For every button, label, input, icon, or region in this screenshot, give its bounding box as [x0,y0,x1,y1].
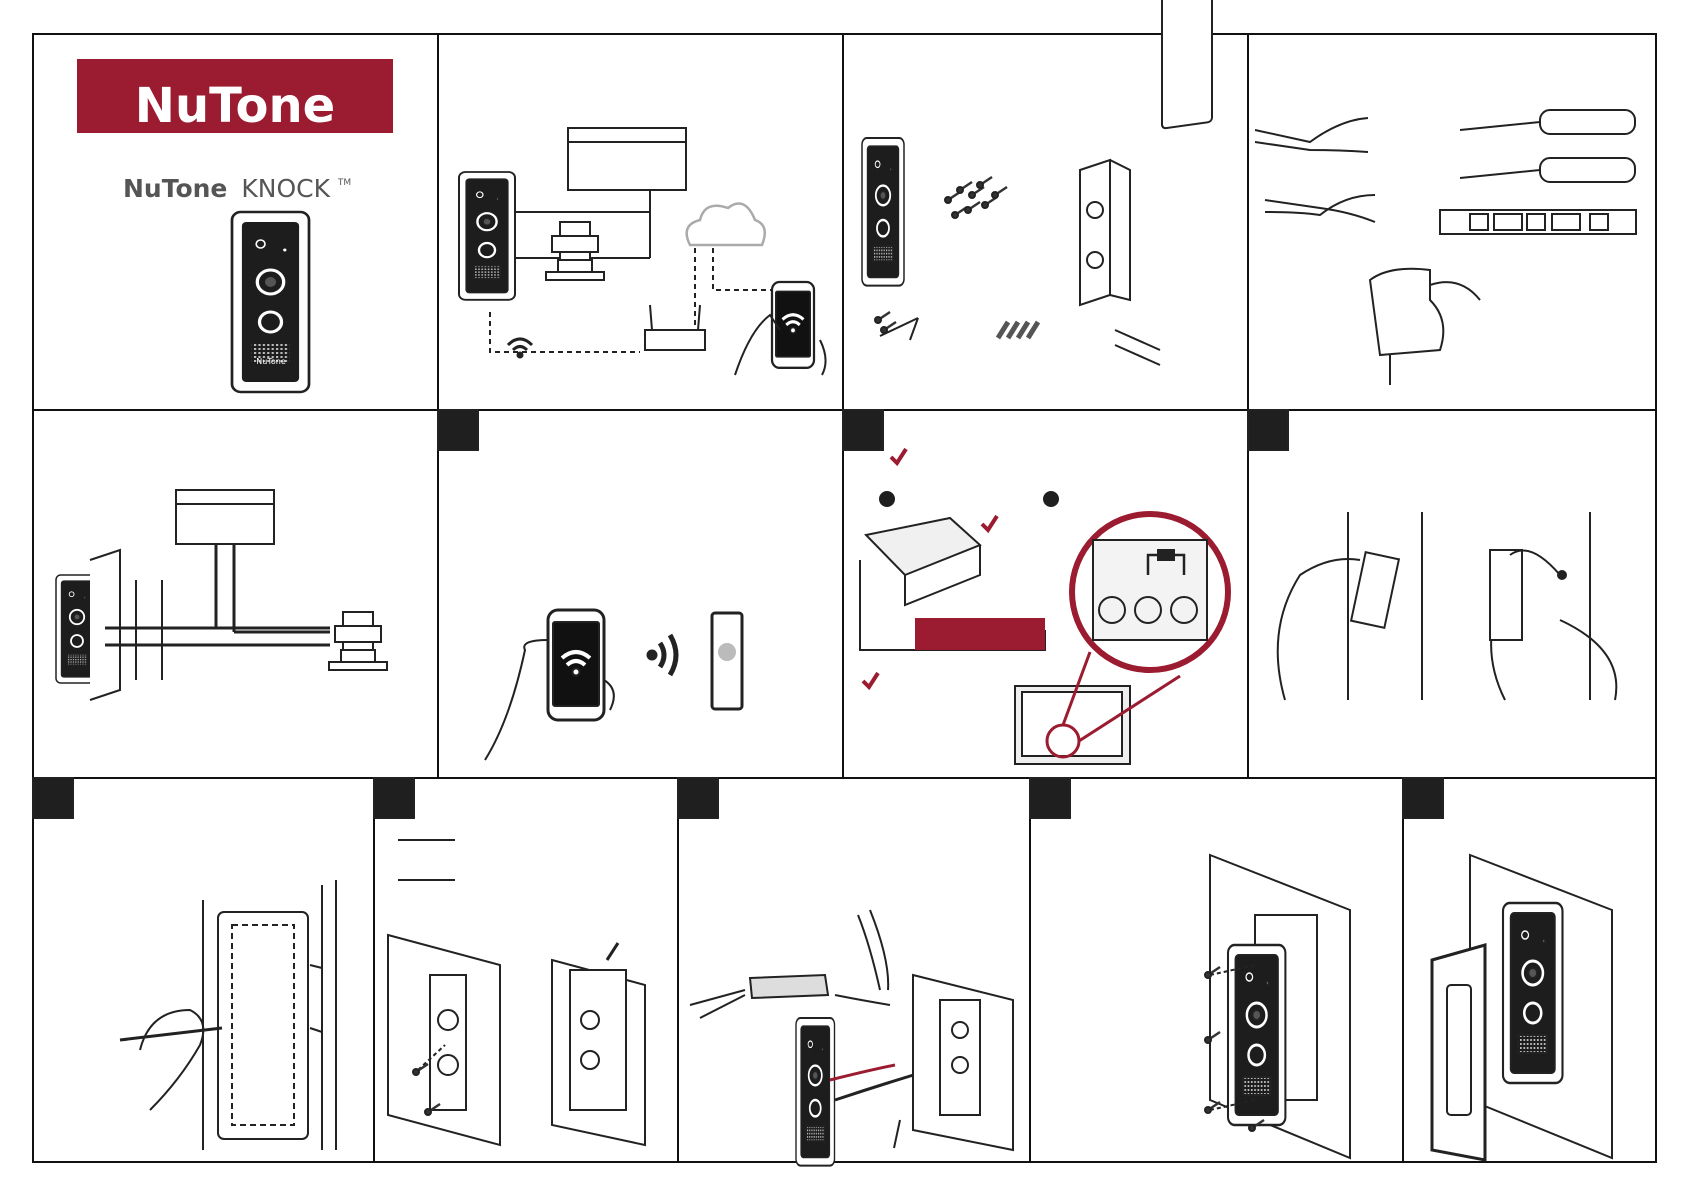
wire-connectors-image [998,322,1038,338]
trademark: TM [337,178,351,188]
panel-tools [1255,110,1636,385]
panel-step-1 [438,410,742,760]
jigsaw-image [1370,269,1480,385]
check-icon [863,673,878,687]
step-badge [33,778,73,818]
step-badge [374,778,414,818]
trim-plate-image [1162,0,1212,129]
panel-step-5 [374,778,645,1145]
step-badge [1030,778,1070,818]
screwdriver-phillips-image [1460,110,1635,134]
step-badge [1248,410,1288,450]
cloud-icon [687,204,765,245]
wifi-icon [508,339,532,357]
panel-step-8 [1403,778,1612,1160]
screws-image [945,177,1007,218]
panel-parts [862,0,1212,365]
product-title: NuTone KNOCK TM [123,174,351,203]
panel-wiring-diagram [56,490,387,700]
check-icon [891,449,906,463]
phone-image [548,610,604,720]
panel-step-2 [843,410,1228,764]
chime-box [568,128,686,190]
splice-leads-image [1115,330,1160,365]
product-brand: NuTone [123,174,227,203]
step-badge [438,410,478,450]
brand-logo: NuTone [135,78,335,134]
panel-step-7 [1030,778,1350,1158]
panel-step-3 [1248,410,1616,700]
check-icon [982,516,997,530]
transformer-image [329,612,387,670]
product-name: KNOCK [241,174,330,203]
step-badge [1403,778,1443,818]
screwdriver-flat-image [1460,158,1635,182]
panel-step-6 [678,778,1013,1166]
caution-banner [915,618,1045,650]
transformer-image [546,222,604,280]
device-logo: NuTone [256,357,286,366]
pliers-image [1265,195,1375,222]
level-image [1440,210,1636,234]
wire-stripper-image [1255,118,1368,152]
panel-step-4 [33,778,336,1150]
panel-branding: NuTone NuTone KNOCK TM NuTone [77,59,393,392]
step-badge [843,410,883,450]
panel-system-overview [459,128,826,375]
wifi-signal-icon [649,635,676,675]
hex-key-image [875,312,918,340]
phone-image [772,282,814,368]
junction-box-image [1080,160,1130,305]
step-badge [678,778,718,818]
